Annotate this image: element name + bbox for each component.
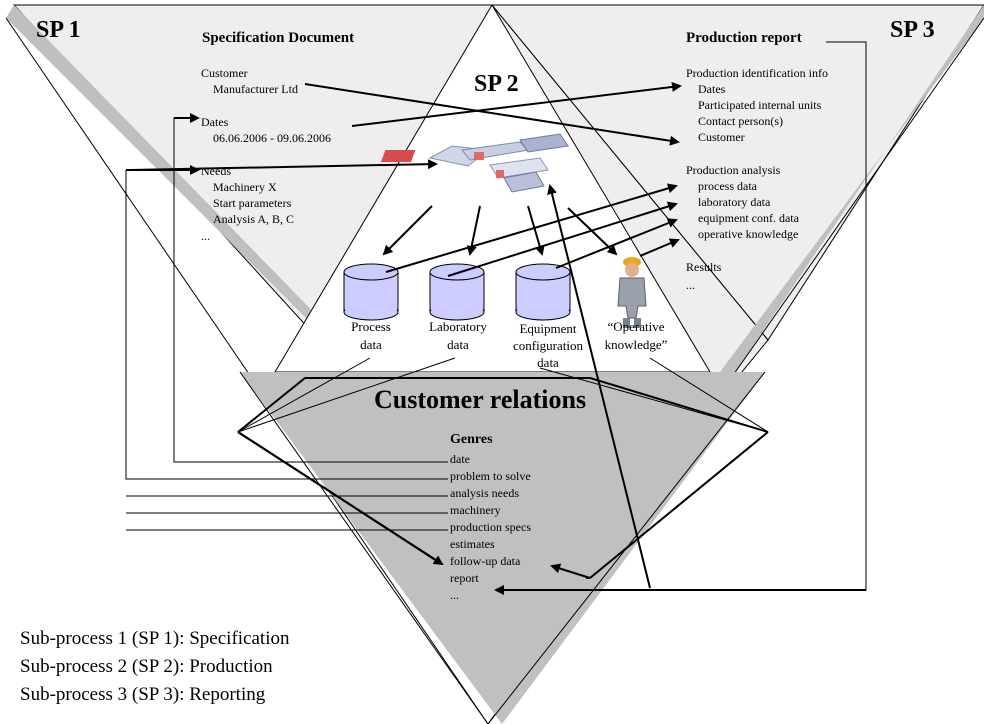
spec-doc-title: Specification Document bbox=[202, 30, 354, 46]
flow-arrows bbox=[126, 82, 866, 595]
arrow bbox=[547, 184, 651, 589]
connector-line bbox=[649, 357, 769, 433]
prod-report-line: Production analysis bbox=[686, 163, 781, 177]
arrow bbox=[304, 83, 680, 146]
sp1-left-edge bbox=[5, 17, 489, 724]
sp1-shadow-edge bbox=[6, 5, 372, 372]
legend-line: Sub-process 3 (SP 3): Reporting bbox=[20, 684, 266, 705]
db-label: knowledge” bbox=[605, 337, 668, 352]
customer-relations-zigzag bbox=[237, 377, 769, 433]
database-equipment-configuration-data bbox=[515, 263, 571, 321]
spec-doc-line: Machinery X bbox=[213, 180, 277, 194]
genre-item: analysis needs bbox=[450, 486, 519, 500]
prod-report-line: Participated internal units bbox=[698, 98, 822, 112]
spec-doc-line: Manufacturer Ltd bbox=[213, 82, 298, 96]
db-label: data bbox=[447, 337, 469, 352]
arrow bbox=[555, 218, 678, 269]
connector-line bbox=[237, 357, 456, 433]
sp3-label: SP 3 bbox=[890, 17, 935, 43]
genre-item: follow-up data bbox=[450, 554, 521, 568]
spec-doc-line: ... bbox=[201, 229, 210, 243]
genre-item: ... bbox=[450, 588, 459, 602]
spec-doc-line: 06.06.2006 - 09.06.2006 bbox=[213, 131, 331, 145]
genre-item: problem to solve bbox=[450, 469, 531, 483]
prod-report-line: Customer bbox=[698, 130, 745, 144]
legend-line: Sub-process 1 (SP 1): Specification bbox=[20, 628, 290, 649]
spec-doc-line: Analysis A, B, C bbox=[213, 212, 294, 226]
genres-title: Genres bbox=[450, 432, 493, 447]
prod-report-line: Dates bbox=[698, 82, 726, 96]
prod-report-line: process data bbox=[698, 179, 758, 193]
genre-item: production specs bbox=[450, 520, 531, 534]
arrow bbox=[385, 183, 678, 273]
arrow bbox=[527, 205, 545, 256]
spec-doc-line: Customer bbox=[201, 66, 248, 80]
factory-machinery-icon bbox=[381, 133, 569, 193]
prod-report-line: Production identification info bbox=[686, 66, 828, 80]
arrow bbox=[550, 563, 591, 579]
needs-to-genre-line bbox=[125, 170, 448, 480]
db-label: Process bbox=[351, 319, 391, 334]
spec-doc-line: Needs bbox=[201, 164, 231, 178]
arrow bbox=[237, 431, 444, 566]
db-label: data bbox=[360, 337, 382, 352]
db-label: Equipment bbox=[519, 321, 576, 336]
cr-left-edge bbox=[239, 371, 489, 724]
db-label: Laboratory bbox=[429, 319, 487, 334]
worker-icon bbox=[617, 257, 647, 328]
arrow bbox=[382, 205, 433, 256]
genre-item: report bbox=[450, 571, 479, 585]
genre-item: estimates bbox=[450, 537, 495, 551]
prod-report-line: Contact person(s) bbox=[698, 114, 783, 128]
db-label: “Operative bbox=[607, 319, 664, 334]
arrow bbox=[447, 201, 678, 277]
spec-doc-line: Dates bbox=[201, 115, 229, 129]
prod-report-line: equipment conf. data bbox=[698, 211, 800, 225]
arrow bbox=[129, 159, 438, 171]
sp1-label: SP 1 bbox=[36, 17, 81, 43]
legend-line: Sub-process 2 (SP 2): Production bbox=[20, 656, 273, 677]
customer-relations-title: Customer relations bbox=[374, 385, 586, 414]
prod-report-line: laboratory data bbox=[698, 195, 771, 209]
genre-item: machinery bbox=[450, 503, 501, 517]
customer-relations-triangle bbox=[240, 372, 765, 724]
arrow bbox=[639, 238, 680, 257]
db-label: data bbox=[537, 355, 559, 370]
prod-report-line: ... bbox=[686, 278, 695, 292]
sp2-label: SP 2 bbox=[474, 71, 519, 97]
arrow bbox=[351, 82, 682, 127]
prod-report-line: Results bbox=[686, 260, 722, 274]
database-laboratory-data bbox=[429, 263, 485, 321]
database-process-data bbox=[343, 263, 399, 321]
prod-report-title: Production report bbox=[686, 30, 802, 46]
connector-line bbox=[237, 357, 371, 433]
prod-report-line: operative knowledge bbox=[698, 227, 798, 241]
spec-doc-line: Start parameters bbox=[213, 196, 292, 210]
genre-item: date bbox=[450, 452, 470, 466]
customer-relations-zigzag bbox=[589, 431, 769, 579]
db-label: configuration bbox=[513, 338, 584, 353]
